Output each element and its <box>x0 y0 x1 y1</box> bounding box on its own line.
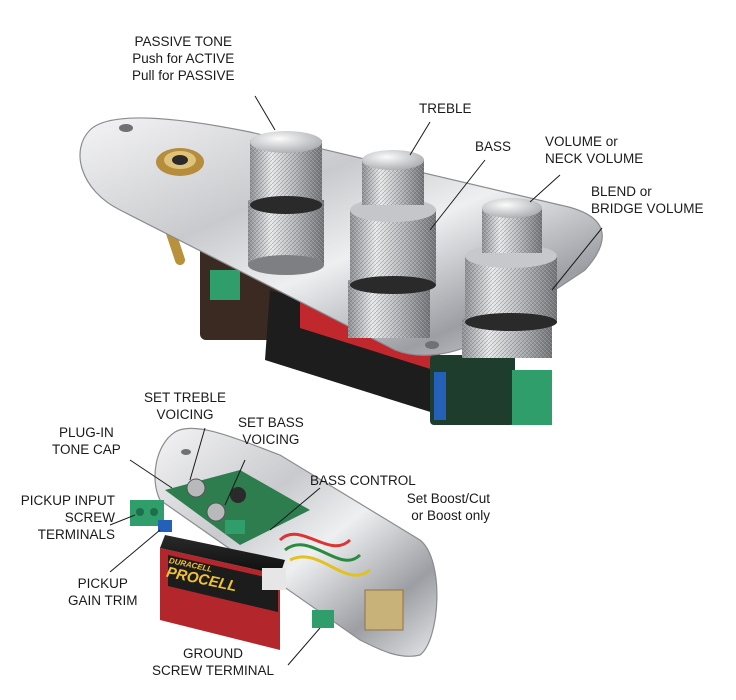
label-volume: VOLUME or NECK VOLUME <box>545 134 644 166</box>
passive-tone-knob <box>248 131 324 275</box>
callout-lines <box>109 95 603 666</box>
label-bass: BASS <box>475 139 512 154</box>
treble-bass-knob <box>348 150 436 338</box>
ground-terminal <box>312 610 334 628</box>
label-treble: TREBLE <box>419 101 472 116</box>
label-pickup-input: PICKUP INPUT SCREW TERMINALS <box>20 493 115 542</box>
volume-blend-knob <box>462 198 557 358</box>
label-set-bass-voicing: SET BASS VOICING <box>238 415 304 447</box>
label-bass-control-detail: Set Boost/Cut or Boost only <box>406 491 490 523</box>
label-plug-in-tone-cap: PLUG-IN TONE CAP <box>52 425 121 457</box>
battery <box>160 535 286 650</box>
label-ground-terminal: GROUND SCREW TERMINAL <box>152 646 275 678</box>
pickup-input-terminals <box>130 500 172 532</box>
label-passive-tone: PASSIVE TONE Push for ACTIVE Pull for PA… <box>132 34 235 83</box>
label-blend: BLEND or BRIDGE VOLUME <box>591 184 704 216</box>
label-pickup-gain-trim: PICKUP GAIN TRIM <box>68 576 138 608</box>
label-bass-control: BASS CONTROL <box>310 473 416 488</box>
label-set-treble-voicing: SET TREBLE VOICING <box>144 390 227 422</box>
